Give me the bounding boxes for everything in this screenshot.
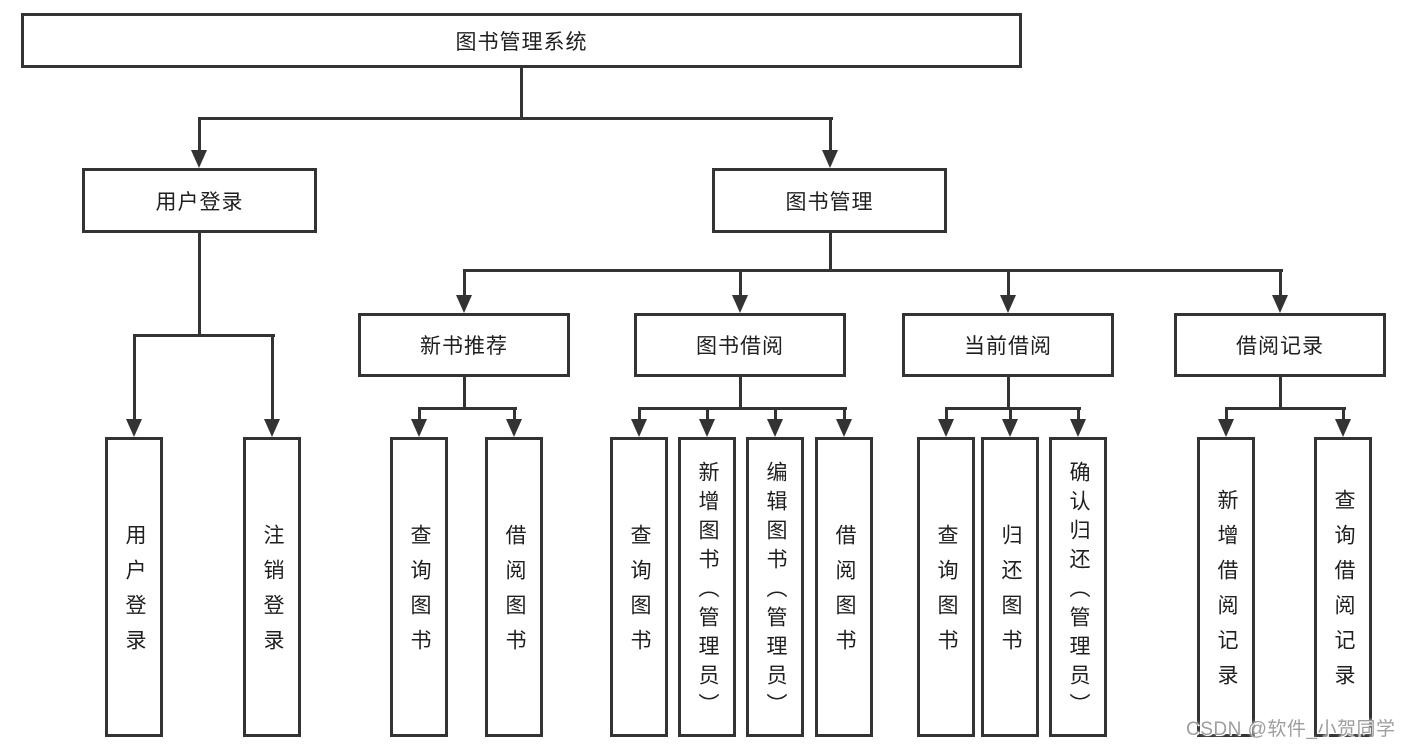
connector-line-horizontal — [463, 269, 1283, 272]
node-label: 查询图书 — [628, 524, 651, 664]
node-label: 编辑图书（管理员） — [764, 460, 787, 722]
arrowhead-down-icon — [1335, 419, 1351, 437]
arrowhead-down-icon — [1002, 419, 1018, 437]
node-leaf-newbook-borrow: 借阅图书 — [485, 437, 543, 737]
connector-line-vertical — [945, 408, 948, 422]
node-label: 借阅图书 — [503, 524, 526, 664]
node-label: 新增图书（管理员） — [696, 460, 719, 722]
node-current-borrow: 当前借阅 — [902, 313, 1114, 377]
connector-line-horizontal — [638, 407, 847, 410]
arrowhead-down-icon — [631, 419, 647, 437]
connector-line-vertical — [706, 408, 709, 422]
node-leaf-record-query: 查询借阅记录 — [1314, 437, 1372, 737]
node-label: 归还图书 — [999, 524, 1022, 664]
node-label: 图书借阅 — [696, 335, 784, 358]
arrowhead-down-icon — [767, 419, 783, 437]
connector-line-vertical — [843, 408, 846, 422]
arrowhead-down-icon — [836, 419, 852, 437]
connector-line-vertical — [1077, 408, 1080, 422]
arrowhead-down-icon — [126, 419, 142, 437]
arrowhead-down-icon — [1218, 419, 1234, 437]
connector-line-vertical — [1007, 377, 1010, 410]
arrowhead-down-icon — [1070, 419, 1086, 437]
connector-line-vertical — [271, 335, 274, 422]
node-label: 查询图书 — [935, 524, 958, 664]
node-label: 用户登录 — [155, 190, 244, 214]
node-label: 查询借阅记录 — [1332, 489, 1355, 699]
connector-line-vertical — [198, 233, 201, 337]
node-leaf-current-confirm-admin: 确认归还（管理员） — [1049, 437, 1107, 737]
connector-line-vertical — [1279, 377, 1282, 410]
connector-line-horizontal — [945, 407, 1081, 410]
node-leaf-logout: 注销登录 — [243, 437, 301, 737]
connector-line-horizontal — [418, 407, 517, 410]
node-leaf-borrow-add-admin: 新增图书（管理员） — [678, 437, 736, 737]
connector-line-horizontal — [198, 117, 833, 120]
arrowhead-down-icon — [1272, 295, 1288, 313]
node-label: 借阅记录 — [1236, 335, 1324, 358]
node-label: 注销登录 — [261, 524, 284, 664]
node-label: 新增借阅记录 — [1215, 489, 1238, 699]
node-label: 查询图书 — [408, 524, 431, 664]
connector-line-vertical — [1279, 270, 1282, 298]
watermark-text: CSDN @软件_小贺同学 — [1186, 719, 1396, 740]
node-book-borrow: 图书借阅 — [634, 313, 846, 377]
connector-line-vertical — [133, 335, 136, 422]
arrowhead-down-icon — [191, 150, 207, 168]
node-label: 图书管理 — [785, 190, 874, 214]
arrowhead-down-icon — [506, 419, 522, 437]
connector-line-vertical — [520, 68, 523, 120]
arrowhead-down-icon — [938, 419, 954, 437]
connector-line-vertical — [739, 377, 742, 410]
node-leaf-borrow-edit-admin: 编辑图书（管理员） — [746, 437, 804, 737]
connector-line-vertical — [198, 118, 201, 153]
node-label: 图书管理系统 — [455, 30, 588, 54]
connector-line-vertical — [463, 270, 466, 298]
arrowhead-down-icon — [264, 419, 280, 437]
connector-line-vertical — [513, 408, 516, 422]
connector-line-vertical — [638, 408, 641, 422]
connector-line-vertical — [463, 377, 466, 410]
connector-line-vertical — [418, 408, 421, 422]
node-book-management: 图书管理 — [712, 168, 947, 233]
arrowhead-down-icon — [732, 295, 748, 313]
connector-line-vertical — [1007, 270, 1010, 298]
node-leaf-current-return: 归还图书 — [981, 437, 1039, 737]
connector-line-vertical — [829, 118, 832, 153]
arrowhead-down-icon — [822, 150, 838, 168]
connector-line-vertical — [1342, 408, 1345, 422]
arrowhead-down-icon — [411, 419, 427, 437]
node-label: 新书推荐 — [420, 335, 508, 358]
connector-line-horizontal — [133, 334, 275, 337]
node-label: 确认归还（管理员） — [1067, 460, 1090, 722]
node-leaf-user-login: 用户登录 — [105, 437, 163, 737]
node-leaf-newbook-query: 查询图书 — [390, 437, 448, 737]
arrowhead-down-icon — [1000, 295, 1016, 313]
node-leaf-current-query: 查询图书 — [917, 437, 975, 737]
node-user-login: 用户登录 — [82, 168, 317, 233]
node-leaf-record-add: 新增借阅记录 — [1197, 437, 1255, 737]
connector-line-vertical — [1009, 408, 1012, 422]
node-label: 当前借阅 — [964, 335, 1052, 358]
connector-line-horizontal — [1225, 407, 1346, 410]
arrowhead-down-icon — [456, 295, 472, 313]
connector-line-vertical — [829, 233, 832, 272]
connector-line-vertical — [774, 408, 777, 422]
node-root: 图书管理系统 — [21, 13, 1022, 68]
node-leaf-borrow-book: 借阅图书 — [815, 437, 873, 737]
connector-line-vertical — [739, 270, 742, 298]
node-new-book-recommend: 新书推荐 — [358, 313, 570, 377]
node-label: 借阅图书 — [833, 524, 856, 664]
arrowhead-down-icon — [699, 419, 715, 437]
node-borrow-records: 借阅记录 — [1174, 313, 1386, 377]
node-leaf-borrow-query: 查询图书 — [610, 437, 668, 737]
connector-line-vertical — [1225, 408, 1228, 422]
node-label: 用户登录 — [123, 524, 146, 664]
